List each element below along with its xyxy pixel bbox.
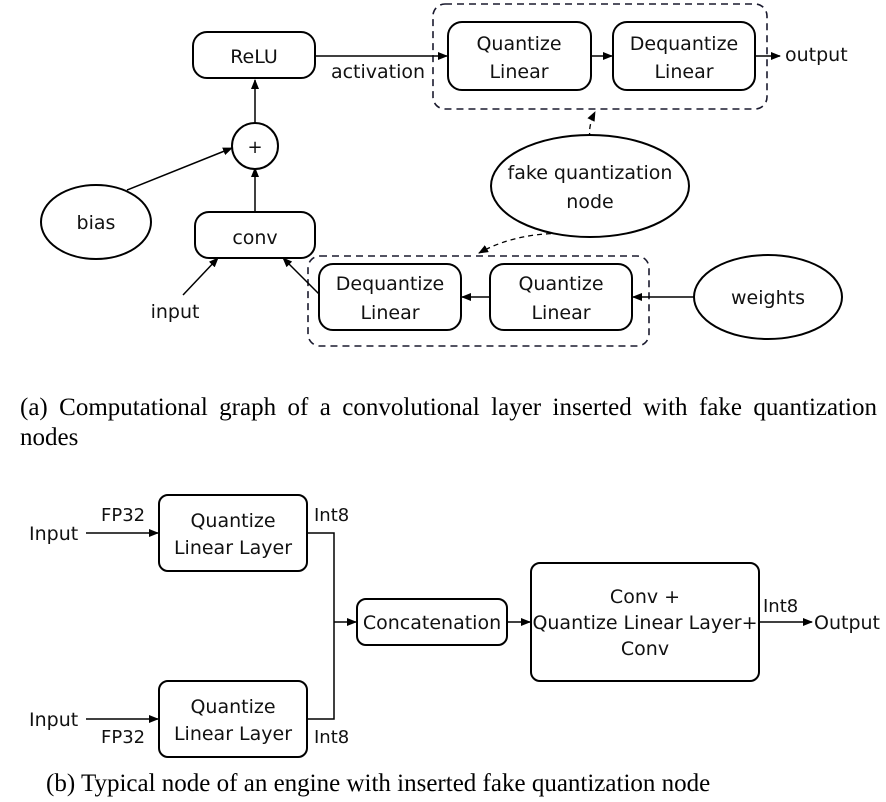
bias-label: bias: [77, 212, 116, 234]
fq-node-line1: fake quantization: [508, 162, 673, 184]
bottom-dequantize-node: Dequantize Linear: [318, 263, 462, 331]
bottom-quantize-line2: Linear: [531, 302, 590, 324]
fq-node-line2: node: [566, 191, 613, 213]
weights-label: weights: [731, 287, 805, 309]
weights-node: weights: [693, 254, 843, 340]
edge-bias-plus: [126, 147, 233, 191]
conv-quant-conv-node: Conv + Quantize Linear Layer+ Conv: [530, 562, 760, 682]
int8-bottom-label: Int8: [314, 727, 349, 748]
bottom-fake-quant-group: [307, 255, 650, 347]
top-dequantize-line1: Dequantize: [630, 33, 739, 55]
quant-top-line1: Quantize: [190, 510, 275, 532]
bottom-quantize-line1: Quantize: [518, 273, 603, 295]
quantize-layer-bottom: Quantize Linear Layer: [158, 680, 308, 758]
input-bottom-label: Input: [29, 709, 78, 731]
conv-block-line2: Quantize Linear Layer+: [532, 612, 757, 634]
top-dequantize-node: Dequantize Linear: [612, 21, 756, 91]
concatenation-node: Concatenation: [356, 598, 508, 646]
caption-a: (a) Computational graph of a convolution…: [20, 394, 877, 451]
diagram-b: Quantize Linear Layer Quantize Linear La…: [29, 494, 880, 758]
add-node: +: [231, 122, 279, 170]
fake-quantization-node: fake quantization node: [490, 134, 690, 238]
edge-dequant-conv: [282, 257, 321, 296]
conv-node: conv: [194, 211, 316, 259]
quant-bottom-line1: Quantize: [190, 696, 275, 718]
fp32-bottom-label: FP32: [101, 727, 145, 748]
fp32-top-label: FP32: [101, 505, 145, 526]
conv-block-line3: Conv: [621, 638, 669, 660]
bias-node: bias: [40, 184, 152, 260]
edge-input-conv: [182, 257, 219, 296]
top-dequantize-line2: Linear: [654, 61, 713, 83]
bottom-quantize-node: Quantize Linear: [489, 263, 633, 331]
int8-out-label: Int8: [763, 596, 798, 617]
quant-top-line2: Linear Layer: [174, 537, 292, 559]
caption-b: (b) Typical node of an engine with inser…: [46, 770, 711, 797]
top-quantize-line2: Linear: [489, 61, 548, 83]
activation-label: activation: [331, 61, 425, 83]
top-quantize-node: Quantize Linear: [447, 21, 592, 91]
int8-top-label: Int8: [314, 505, 349, 526]
top-quantize-line1: Quantize: [476, 33, 561, 55]
relu-node: ReLU: [192, 31, 316, 79]
output-label: output: [785, 44, 848, 66]
add-label: +: [247, 137, 262, 158]
output-b-label: Output: [814, 612, 880, 634]
input-label: input: [151, 301, 200, 323]
concatenation-label: Concatenation: [363, 612, 501, 634]
relu-label: ReLU: [230, 46, 278, 68]
diagram-a: ReLU + conv bias Quantize Linear Dequant…: [40, 3, 848, 347]
pointer-fq-bottom: [478, 232, 579, 254]
bottom-dequantize-line2: Linear: [360, 302, 419, 324]
quant-bottom-line2: Linear Layer: [174, 723, 292, 745]
conv-label: conv: [232, 227, 277, 249]
conv-block-line1: Conv +: [610, 586, 680, 608]
bottom-dequantize-line1: Dequantize: [336, 273, 445, 295]
input-top-label: Input: [29, 523, 78, 545]
edge-quant-top-merge: [308, 532, 335, 720]
quantize-layer-top: Quantize Linear Layer: [158, 494, 308, 572]
